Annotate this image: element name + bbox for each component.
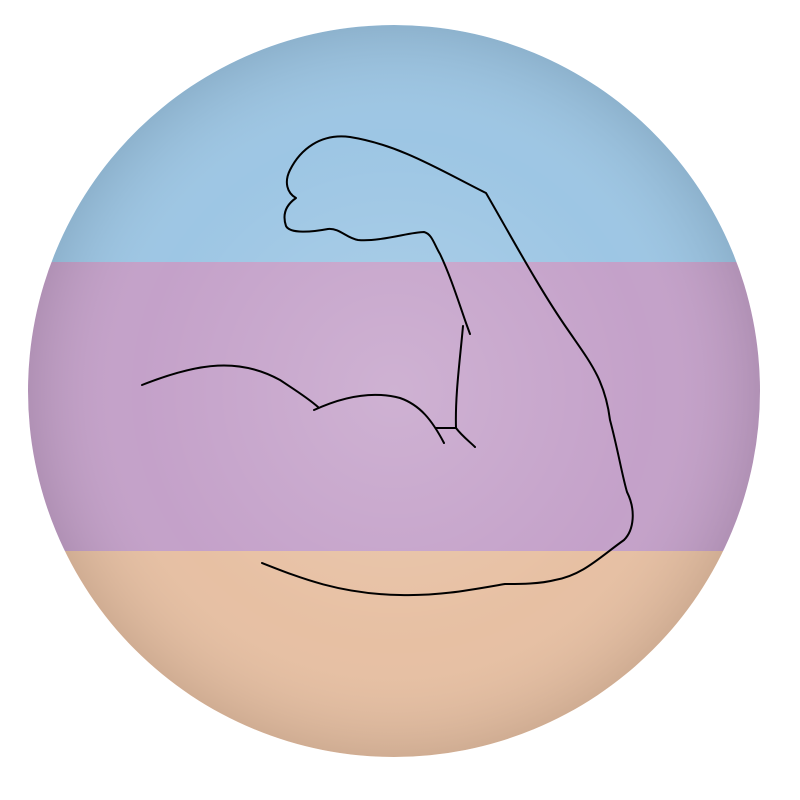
fist-and-outer-arm-outline	[261, 135, 634, 597]
bicep-bulge	[313, 393, 445, 444]
circle-shading	[28, 25, 760, 757]
inner-elbow-crease	[435, 325, 476, 448]
flexed-biceps-icon	[141, 135, 634, 597]
forearm-outline	[141, 364, 319, 408]
